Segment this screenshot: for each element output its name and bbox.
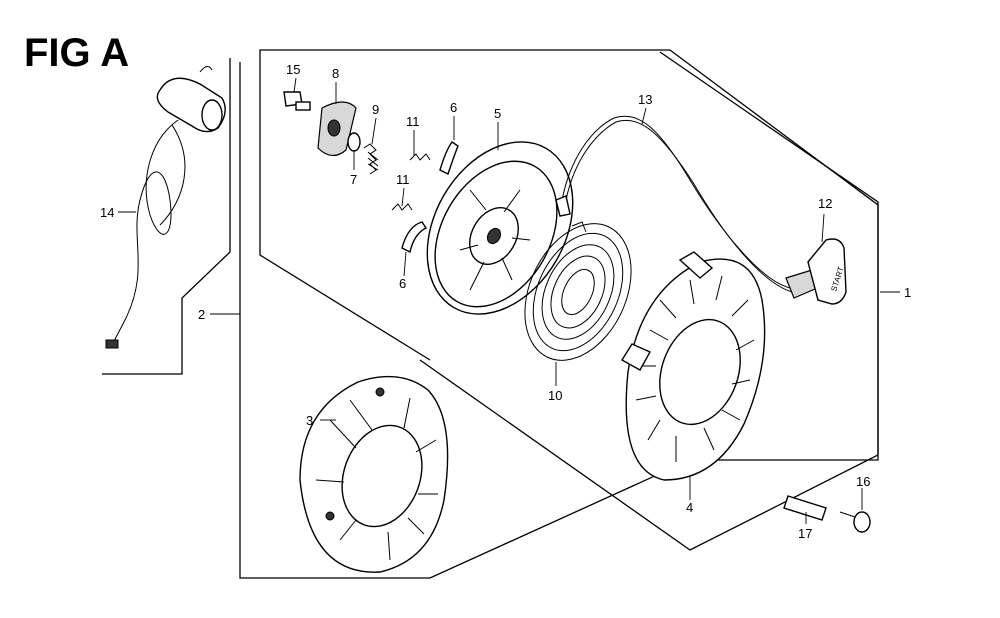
callout-6-bottom: 6: [399, 276, 406, 291]
callout-1: 1: [904, 285, 911, 300]
washer-7: [347, 132, 361, 152]
recoil-cover-4: [621, 251, 766, 481]
callout-3: 3: [306, 413, 313, 428]
assembly-frame-14: [102, 58, 231, 375]
callout-6-top: 6: [450, 100, 457, 115]
callout-11-top: 11: [406, 114, 420, 129]
callout-17: 17: [798, 526, 812, 541]
callout-2: 2: [198, 307, 205, 322]
callout-4: 4: [686, 500, 693, 515]
ratchet-6-bottom: [401, 221, 428, 254]
assembly-frame-1: [419, 51, 879, 551]
leader-lines: [118, 77, 900, 524]
callout-11-bottom: 11: [396, 172, 410, 187]
ratchet-plate-8: [317, 101, 357, 157]
callout-12: 12: [818, 196, 832, 211]
ratchet-6-top: [439, 141, 459, 175]
throttle-grip-cable: [105, 66, 226, 349]
spring-11-bottom: [391, 203, 413, 211]
callout-15: 15: [286, 62, 300, 77]
callout-7: 7: [350, 172, 357, 187]
callout-8: 8: [332, 66, 339, 81]
flange-bolt-16: [839, 511, 871, 533]
recoil-reel-5: [426, 141, 574, 315]
callout-10: 10: [548, 388, 562, 403]
callout-9: 9: [372, 102, 379, 117]
spiral-spring-10: [524, 221, 632, 361]
starter-rope-13: [555, 115, 793, 293]
callout-14: 14: [100, 205, 114, 220]
spring-9: [363, 143, 379, 175]
bolt-15: [283, 91, 311, 111]
spring-11-top: [409, 153, 431, 161]
callout-13: 13: [638, 92, 652, 107]
starter-case-3: [299, 375, 449, 573]
callout-5: 5: [494, 106, 501, 121]
start-grip-12: START: [785, 238, 847, 305]
callout-labels: 15 8 9 7 11 6 5 11 6 10 13 12 1 2 14 3 4…: [100, 62, 911, 541]
callout-16: 16: [856, 474, 870, 489]
collar-17: [783, 495, 827, 521]
figure-title: FIG A: [24, 31, 129, 75]
